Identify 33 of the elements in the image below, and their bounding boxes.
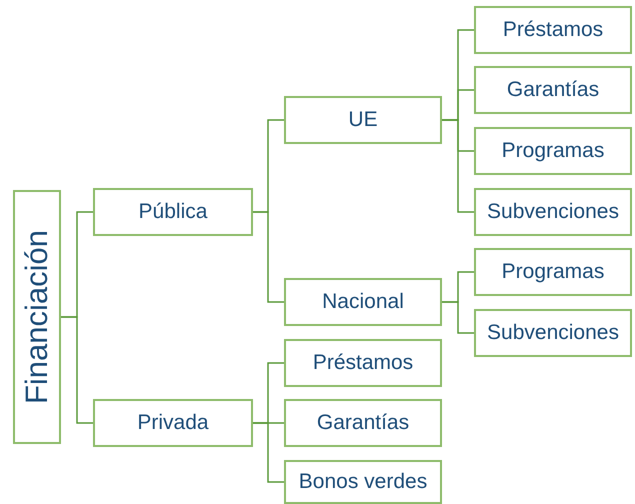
category-label: Garantías — [506, 78, 600, 102]
category-label: Subvenciones — [487, 321, 619, 345]
category-box — [284, 339, 442, 387]
connector-line — [442, 301, 474, 334]
category-label: Bonos verdes — [298, 470, 428, 494]
category-box — [284, 460, 442, 504]
category-label: Financiación — [19, 230, 55, 404]
category-label: Programas — [502, 260, 604, 284]
category-label: Préstamos — [502, 18, 604, 42]
category-box — [474, 188, 632, 236]
connector-line — [442, 119, 474, 213]
category-box — [93, 188, 253, 236]
category-label: Subvenciones — [487, 200, 619, 224]
category-label: UE — [348, 108, 378, 132]
category-label: Pública — [138, 200, 208, 224]
category-box — [474, 6, 632, 54]
category-box — [474, 248, 632, 296]
connector-line — [61, 316, 93, 424]
category-label: Garantías — [316, 411, 410, 435]
connector-line — [253, 422, 284, 483]
category-label: Programas — [502, 139, 604, 163]
category-box — [474, 66, 632, 114]
connector-line — [253, 211, 284, 303]
category-box — [474, 309, 632, 357]
category-label: Privada — [137, 411, 209, 435]
category-box — [13, 190, 61, 444]
category-box — [284, 278, 442, 326]
category-box — [284, 96, 442, 144]
category-box — [474, 127, 632, 175]
category-box — [93, 399, 253, 447]
category-label: Préstamos — [312, 351, 414, 375]
category-box — [284, 399, 442, 447]
category-label: Nacional — [322, 290, 404, 314]
